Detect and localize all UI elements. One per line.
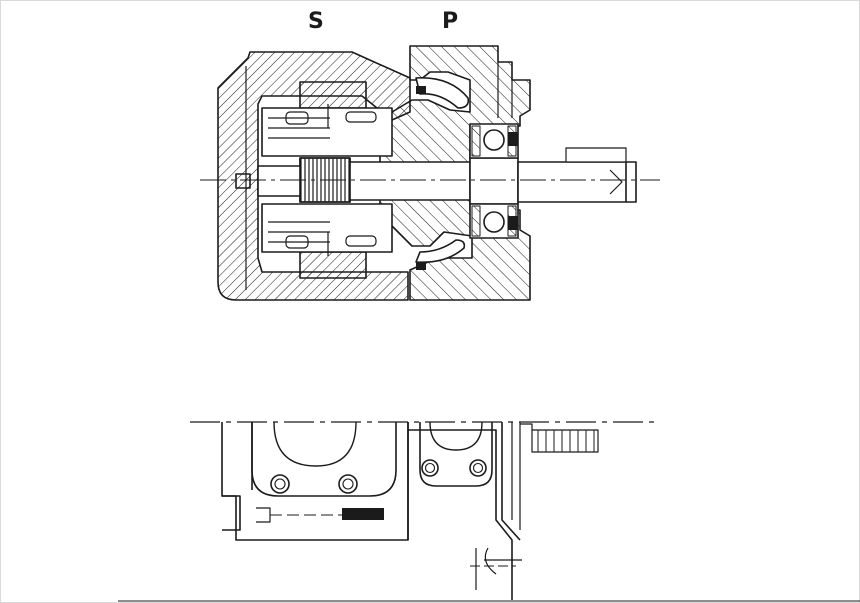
pressure-port-label: P [442, 9, 459, 34]
section-view [217, 45, 637, 301]
mount-foot [475, 547, 522, 590]
suction-port-label: S [308, 9, 324, 34]
pressure-bolt-right [469, 459, 487, 477]
pressure-bolt-left [421, 459, 439, 477]
splined-shaft-end [520, 423, 599, 453]
pump-body-outline [221, 422, 409, 541]
seal-upper [416, 86, 426, 94]
seal-shaft [508, 132, 518, 146]
seal-lower [416, 262, 426, 270]
flange-bolt-left [270, 474, 290, 494]
lower-port-cavity [415, 239, 466, 264]
vane-chamber-lower [261, 203, 393, 253]
cam-ring-upper [299, 81, 367, 109]
vane-slots [268, 104, 377, 256]
seal-shaft-2 [508, 216, 518, 230]
ball-bearing [469, 123, 519, 239]
cam-ring-lower [299, 251, 367, 279]
drive-shaft [257, 147, 637, 205]
end-plug [235, 173, 251, 189]
mounting-bolt [222, 495, 384, 531]
suction-port-flange [251, 422, 397, 497]
pressure-port-cavity [415, 77, 470, 109]
flange-bolt-right [338, 474, 358, 494]
vane-chamber-upper [261, 107, 393, 157]
pressure-port-flange [419, 422, 493, 487]
exterior-view [190, 421, 658, 600]
